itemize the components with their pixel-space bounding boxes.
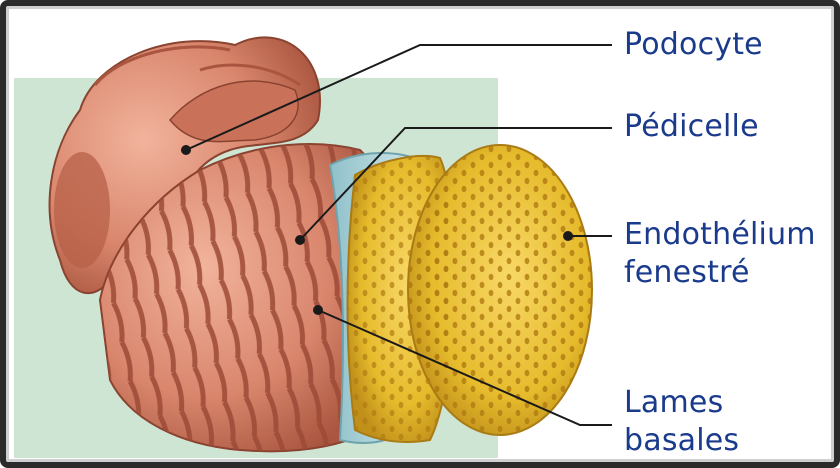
label-lames-line1: Lames <box>624 384 723 422</box>
label-endothelium-line2: fenestré <box>624 254 750 292</box>
leader-dot-pedicelle <box>295 235 305 245</box>
leader-dot-endothelium <box>563 231 573 241</box>
label-endothelium-line1: Endothélium <box>624 216 816 254</box>
label-pedicelle: Pédicelle <box>624 108 759 146</box>
label-podocyte: Podocyte <box>624 26 763 64</box>
leader-dot-lames <box>313 305 323 315</box>
leader-dot-podocyte <box>181 145 191 155</box>
fenestrated-endothelium <box>348 145 593 442</box>
label-lames-line2: basales <box>624 422 739 460</box>
